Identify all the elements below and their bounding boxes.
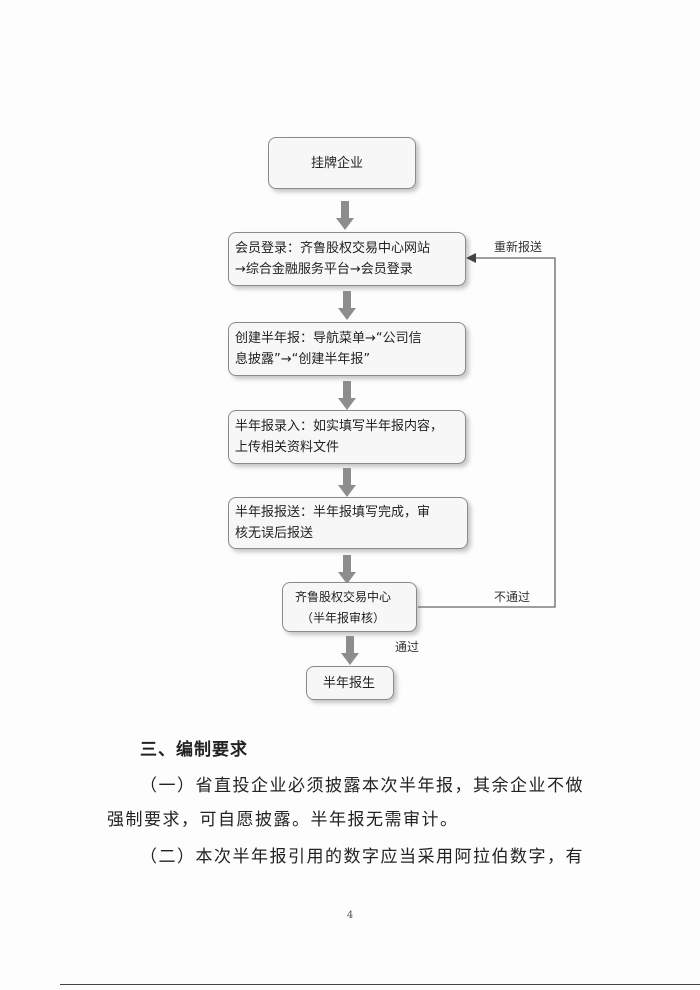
down-arrow-icon [338,468,356,498]
fail-label: 不通过 [494,590,531,604]
flow-step-create-report: 创建半年报：导航菜单→“公司信 息披露”→“创建半年报” [228,322,466,376]
flow-step-listed-company: 挂牌企业 [268,137,416,189]
flow-step-label: 半年报生 [323,676,376,691]
down-arrow-icon [341,636,359,666]
flow-step-report-generated: 半年报生 [306,666,394,700]
flow-step-label: 半年报录入：如实填写半年报内容， [235,419,444,434]
flow-step-submit-report: 半年报报送：半年报填写完成，审 核无误后报送 [228,497,468,549]
pass-label: 通过 [395,640,420,654]
flow-step-enter-report: 半年报录入：如实填写半年报内容， 上传相关资料文件 [228,410,466,464]
flow-step-label: 核无误后报送 [235,526,314,541]
flow-step-label: 上传相关资料文件 [235,440,340,455]
flow-step-label: 息披露”→“创建半年报” [235,352,371,367]
flow-step-label: →综合金融服务平台→会员登录 [235,262,413,277]
bottom-rule [60,984,700,985]
paragraph-line: 强制要求，可自愿披露。半年报无需审计。 [107,810,459,830]
down-arrow-icon [336,201,354,231]
flow-step-label: 创建半年报：导航菜单→“公司信 [235,331,422,346]
down-arrow-icon [338,291,356,321]
paragraph-line: （一）省直投企业必须披露本次半年报，其余企业不做 [140,776,584,796]
page-number: 4 [346,910,354,921]
flow-step-member-login: 会员登录：齐鲁股权交易中心网站 →综合金融服务平台→会员登录 [228,232,466,286]
paragraph-line: （二）本次半年报引用的数字应当采用阿拉伯数字，有 [140,847,584,867]
flow-step-exchange-review: 齐鲁股权交易中心 （半年报审核） [282,582,417,632]
down-arrow-icon [338,381,356,411]
flow-step-label: 半年报报送：半年报填写完成，审 [235,505,431,520]
section-heading: 三、编制要求 [140,740,248,760]
flow-step-label: 齐鲁股权交易中心 [295,590,392,604]
flow-step-label: （半年报审核） [301,611,386,625]
resubmit-label: 重新报送 [494,240,543,254]
down-arrow-icon [338,555,356,585]
flow-step-label: 会员登录：齐鲁股权交易中心网站 [235,241,431,256]
flow-step-label: 挂牌企业 [311,156,364,171]
